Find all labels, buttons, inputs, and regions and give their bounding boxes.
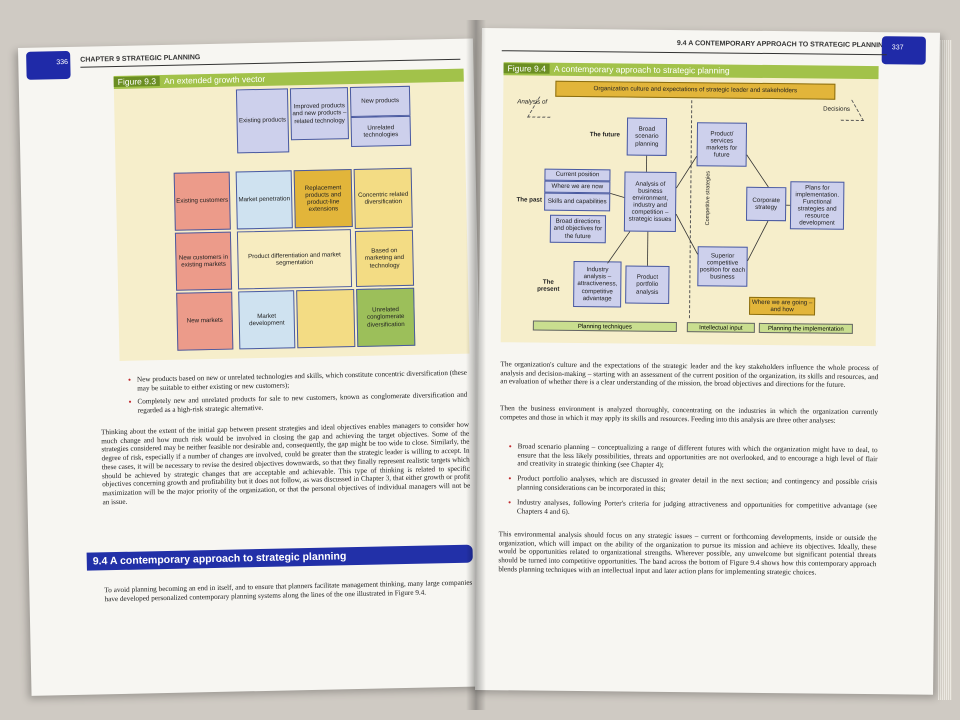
cell-unrelated-conglomerate: Unrelated conglomerate diversification: [356, 287, 416, 347]
cell-replacement: Replacement products and product-line ex…: [293, 169, 353, 229]
cell-based-on: Based on marketing and technology: [354, 229, 415, 287]
cell-market-penetration: Market penetration: [235, 170, 293, 230]
body-paragraph: Thinking about the extent of the initial…: [100, 420, 471, 506]
left-new-customers: New customers in existing markets: [174, 231, 233, 291]
left-page: 336 CHAPTER 9 STRATEGIC PLANNING Figure …: [18, 38, 487, 696]
page-number: 337: [891, 44, 904, 52]
bullet-item: Industry analyses, following Porter's cr…: [517, 498, 877, 519]
band-intellectual-input: Intellectual input: [686, 322, 755, 333]
body-paragraph: This environmental analysis should focus…: [498, 530, 877, 577]
right-page: 9.4 A CONTEMPORARY APPROACH TO STRATEGIC…: [475, 28, 940, 695]
body-paragraph: The organization's culture and the expec…: [500, 360, 879, 390]
top-improved-products: Improved products and new products – rel…: [289, 87, 349, 141]
top-unrelated-technologies: Unrelated technologies: [350, 115, 412, 148]
bullet-item: Product portfolio analyses, which are di…: [517, 474, 877, 495]
top-new-products: New products: [349, 85, 411, 118]
cell-concentric: Concentric related diversification: [353, 167, 413, 229]
page-stack-edge: [938, 40, 952, 700]
cell-market-development: Market development: [238, 290, 296, 350]
body-paragraph: To avoid planning becoming an end in its…: [104, 578, 473, 604]
left-existing-customers: Existing customers: [173, 171, 231, 231]
cell-product-differentiation: Product differentiation and market segme…: [236, 229, 353, 290]
figure-label: Figure 9.3: [113, 76, 161, 88]
figure-title: An extended growth vector: [163, 73, 266, 86]
header-rule: [501, 50, 887, 56]
section-heading: 9.4 A contemporary approach to strategic…: [86, 544, 473, 571]
cell-blank-yellow: [296, 289, 356, 349]
page-number: 336: [56, 58, 69, 67]
body-paragraph: Then the business environment is analyze…: [499, 404, 879, 425]
running-head: CHAPTER 9 STRATEGIC PLANNING: [80, 54, 201, 64]
bullet-item: Broad scenario planning – conceptualizin…: [517, 442, 877, 472]
top-existing-products: Existing products: [235, 88, 290, 154]
band-planning-techniques: Planning techniques: [532, 320, 677, 333]
left-new-markets: New markets: [176, 291, 234, 351]
band-planning-implementation: Planning the implementation: [758, 322, 853, 334]
bullet-item: Completely new and unrelated products fo…: [137, 391, 467, 415]
bullet-item: New products based on new or unrelated t…: [137, 369, 467, 393]
book-gutter: [466, 20, 486, 710]
running-head: 9.4 A CONTEMPORARY APPROACH TO STRATEGIC…: [676, 40, 889, 50]
figure-arrows: [607, 154, 791, 266]
